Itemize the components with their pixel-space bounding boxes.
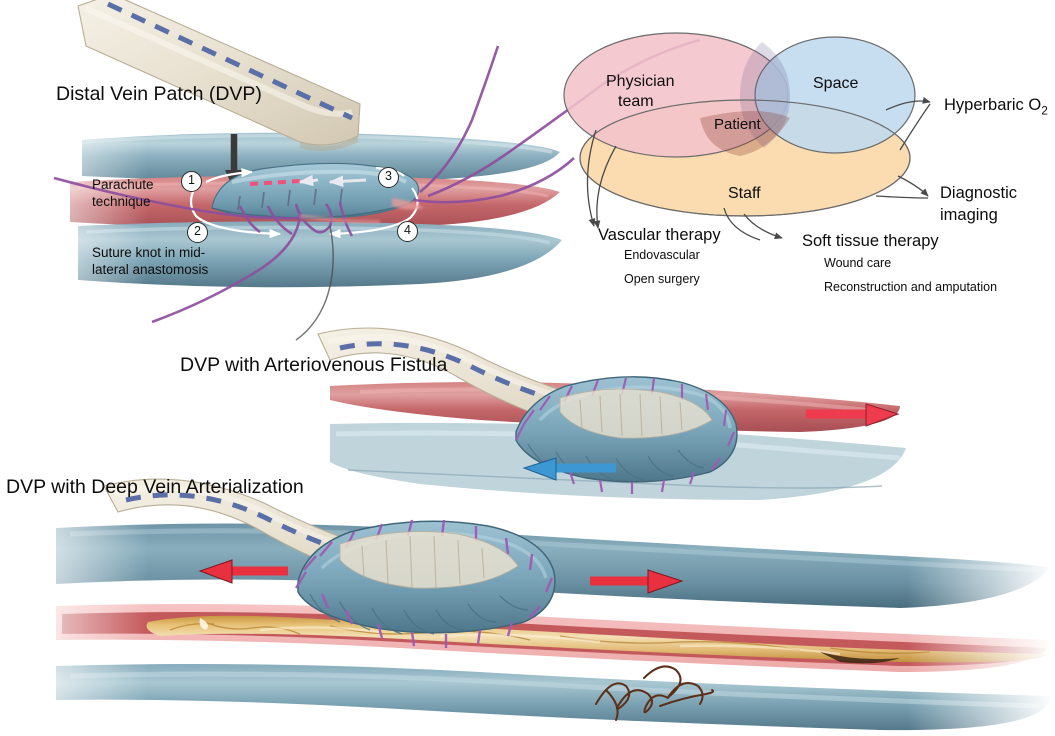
- venn-circle-space: [754, 36, 916, 154]
- anastomosis-cuff-middle: [515, 376, 738, 494]
- patch-flow-dashes: [249, 174, 367, 188]
- venn-connector-arrows: [586, 97, 931, 241]
- superficial-vein-upper: [82, 132, 560, 182]
- step-marker-4: 4: [397, 221, 418, 242]
- anastomosis-cuff-bottom: [294, 519, 556, 648]
- panel-dvp-deep-vein-arterialization: [56, 478, 1050, 731]
- lower-vein: [56, 664, 1050, 731]
- panel-dvp-arteriovenous-fistula: [317, 327, 906, 500]
- deep-vein-flow-arrows: [198, 559, 684, 594]
- step-marker-1: 1: [181, 171, 202, 192]
- multidisciplinary-team-venn: [563, 32, 916, 217]
- step-marker-2: 2: [187, 222, 208, 243]
- graft-orientation-stripe: [106, 1, 354, 121]
- artist-signature: [595, 665, 715, 721]
- distal-vein-patch-oval: [211, 162, 420, 220]
- fistula-flow-arrows: [522, 403, 900, 481]
- suture-sequence-arrows: [189, 166, 419, 239]
- ptfe-bypass-graft-top: [77, 0, 361, 151]
- panel-distal-vein-patch: [53, 0, 701, 341]
- step-marker-3: 3: [378, 167, 399, 188]
- graft-orientation-stripe-bottom: [125, 492, 507, 577]
